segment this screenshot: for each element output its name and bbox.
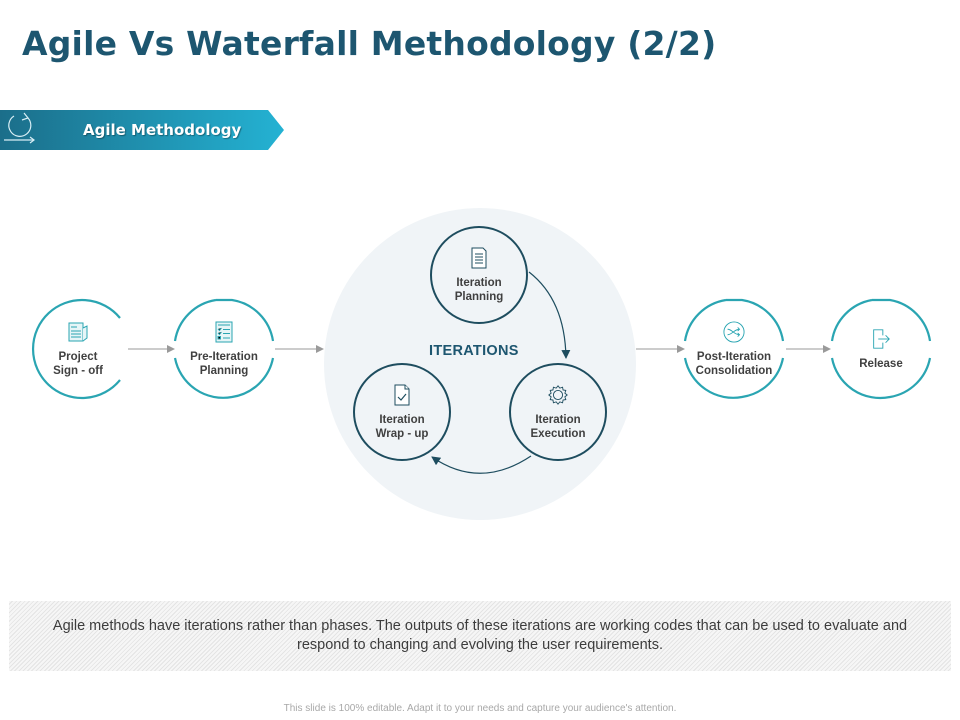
step-label: Pre-Iteration Planning	[190, 351, 258, 377]
banner-shape	[0, 110, 284, 150]
exit-arrow-icon	[873, 329, 890, 349]
iterations-label: ITERATIONS	[429, 343, 519, 359]
step-label: Project Sign - off	[53, 351, 103, 377]
document-pen-icon	[68, 322, 88, 342]
cycle-label: Iteration Planning	[454, 277, 504, 303]
cycle-iteration-planning[interactable]: Iteration Planning	[430, 226, 528, 324]
step-project-sign-off[interactable]: Project Sign - off	[29, 300, 127, 398]
cycle-label: Iteration Wrap - up	[375, 414, 429, 440]
step-post-iteration-consolidation[interactable]: Post-Iteration Consolidation	[685, 300, 783, 398]
step-label: Release	[859, 358, 903, 370]
checklist-icon	[215, 321, 233, 343]
cycle-iteration-execution[interactable]: Iteration Execution	[509, 363, 607, 461]
banner-label: Agile Methodology	[83, 121, 242, 139]
description-text: Agile methods have iterations rather tha…	[52, 618, 908, 653]
footer-note: This slide is 100% editable. Adapt it to…	[283, 703, 677, 714]
description-box: Agile methods have iterations rather tha…	[9, 601, 951, 671]
cycle-iteration-wrap-up[interactable]: Iteration Wrap - up	[353, 363, 451, 461]
section-banner: Agile Methodology	[0, 110, 284, 150]
slide-title: Agile Vs Waterfall Methodology (2/2)	[22, 24, 717, 63]
shuffle-icon	[723, 321, 745, 343]
document-lines-icon	[471, 247, 487, 269]
step-pre-iteration-planning[interactable]: Pre-Iteration Planning	[175, 300, 273, 398]
step-release[interactable]: Release	[832, 300, 930, 398]
document-check-icon	[394, 384, 410, 406]
step-label: Post-Iteration Consolidation	[695, 351, 773, 377]
gear-icon	[548, 385, 568, 405]
cycle-label: Iteration Execution	[530, 414, 586, 440]
cycle-arrows-icon	[4, 112, 35, 144]
